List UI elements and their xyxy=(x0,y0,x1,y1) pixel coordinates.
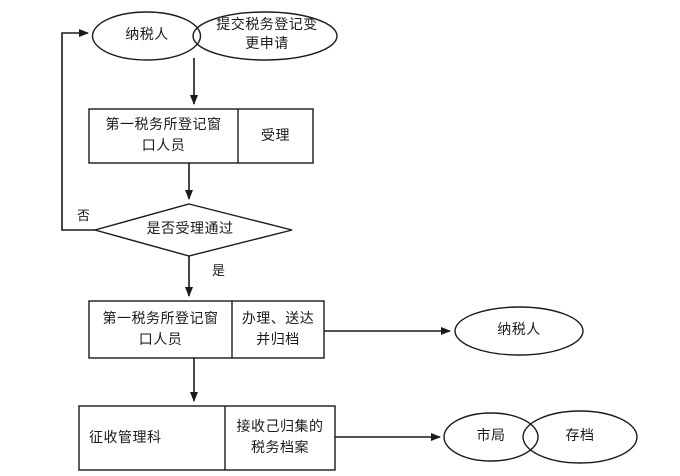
node-city-bureau-shape[interactable] xyxy=(443,412,539,462)
node-office-staff-2-shape[interactable] xyxy=(88,300,325,359)
node-archive-shape[interactable] xyxy=(522,410,638,464)
node-collection-dept-action: 接收己归集的 税务档案 xyxy=(236,420,324,456)
node-office-staff-1-shape[interactable] xyxy=(88,108,314,164)
node-submit-request-shape[interactable] xyxy=(192,11,338,61)
node-taxpayer-start-shape[interactable] xyxy=(91,11,202,61)
edge-decision-no-loop xyxy=(61,29,95,231)
node-collection-dept-role: 征收管理科 xyxy=(89,430,162,446)
node-taxpayer-end-shape[interactable] xyxy=(454,306,584,356)
node-office-staff-2-role: 第一税务所登记窗 口人员 xyxy=(102,311,219,348)
node-office-staff-1-action: 受理 xyxy=(261,128,290,144)
node-office-staff-2-action: 办理、送达 并归档 xyxy=(241,311,315,348)
node-office-staff-1-role: 第一税务所登记窗 口人员 xyxy=(105,118,222,154)
node-decision-accept-shape[interactable] xyxy=(92,203,293,257)
node-collection-dept-shape[interactable] xyxy=(78,405,336,471)
edge-label-no: 否 xyxy=(77,208,91,223)
edge-label-yes: 是 xyxy=(212,263,226,278)
